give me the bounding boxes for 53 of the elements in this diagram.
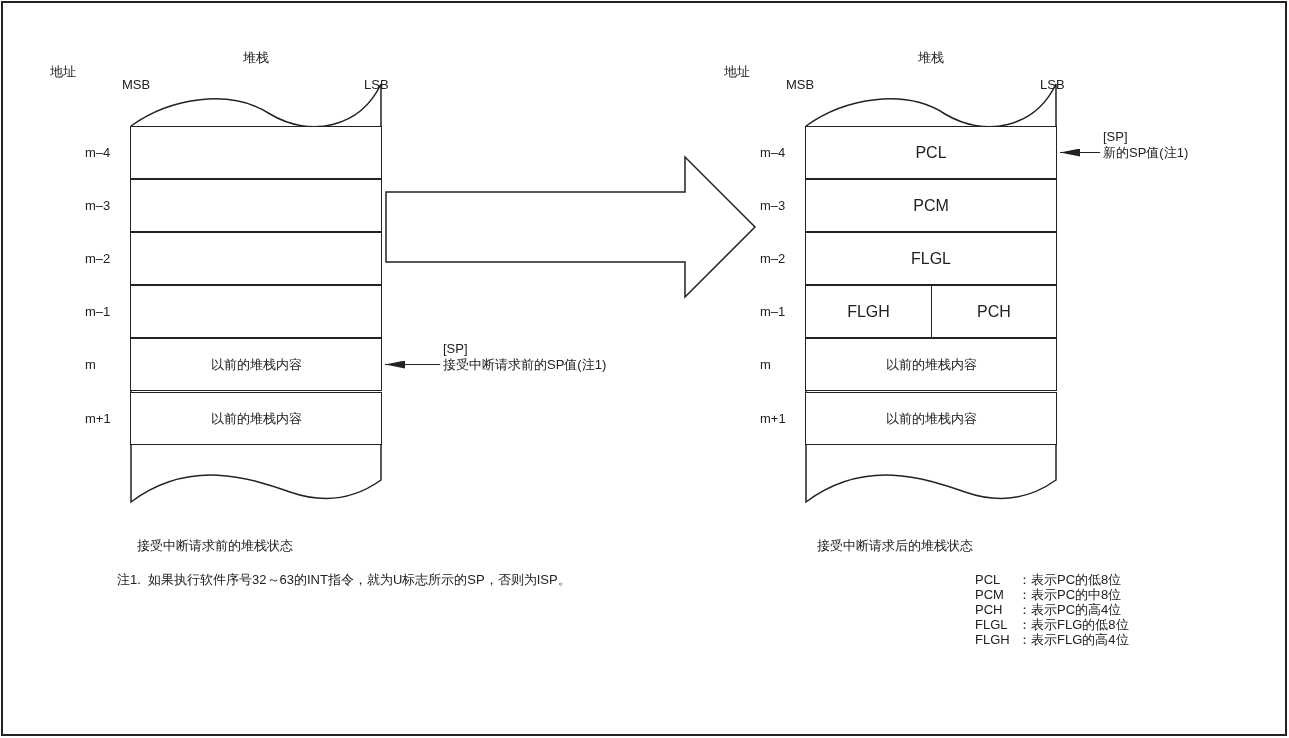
axis-label: MSB [122, 77, 151, 93]
axis-label: LSB [364, 77, 389, 93]
row-address: m–4 [85, 144, 111, 161]
stack-cell: PCH [931, 285, 1057, 338]
legend-description: ：表示FLG的高4位 [1018, 632, 1129, 647]
pointer-note: 新的SP值(注1) [1103, 145, 1189, 161]
stack-cell: FLGL [805, 232, 1057, 285]
legend-term: FLGL [975, 617, 1008, 632]
legend-description: ：表示PC的高4位 [1018, 602, 1122, 617]
pointer-note: 接受中断请求前的SP值(注1) [443, 357, 607, 373]
row-address: m–3 [85, 197, 111, 214]
axis-label: LSB [1040, 77, 1065, 93]
row-address: m–1 [760, 303, 786, 320]
row-address: m+1 [85, 410, 111, 427]
axis-label: 地址 [50, 64, 76, 80]
arrow [384, 360, 441, 369]
stack-cell: 以前的堆栈内容 [805, 392, 1057, 445]
footnote: 注1. 如果执行软件序号32～63的INT指令，就为U标志所示的SP，否则为ISP。 [117, 572, 571, 588]
arrow [1059, 148, 1101, 157]
stack-heading: 堆栈 [918, 50, 944, 66]
register-label: [SP] [1103, 129, 1128, 145]
legend-term: FLGH [975, 632, 1010, 647]
row-address: m–3 [760, 197, 786, 214]
stack-cell: PCL [805, 126, 1057, 179]
row-address: m–1 [85, 303, 111, 320]
register-label: [SP] [443, 341, 468, 357]
stack-heading: 堆栈 [243, 50, 269, 66]
stack-cell [130, 232, 382, 285]
row-address: m [760, 356, 771, 373]
legend-term: PCH [975, 602, 1003, 617]
stack-cell [130, 285, 382, 338]
row-address: m–2 [760, 250, 786, 267]
stack-cell: 以前的堆栈内容 [805, 338, 1057, 391]
row-address: m–2 [85, 250, 111, 267]
block-arrow [385, 155, 757, 299]
stack-cell: 以前的堆栈内容 [130, 392, 382, 445]
row-address: m [85, 356, 96, 373]
legend-description: ：表示PC的中8位 [1018, 587, 1122, 602]
legend-term: PCM [975, 587, 1004, 602]
stack-cell: 以前的堆栈内容 [130, 338, 382, 391]
stack-cell [130, 126, 382, 179]
row-address: m–4 [760, 144, 786, 161]
stack-cell: PCM [805, 179, 1057, 232]
legend-description: ：表示PC的低8位 [1018, 572, 1122, 587]
legend-term: PCL [975, 572, 1001, 587]
caption: 接受中断请求后的堆栈状态 [817, 538, 973, 554]
row-address: m+1 [760, 410, 786, 427]
stack-cell: FLGH [805, 285, 932, 338]
caption: 接受中断请求前的堆栈状态 [137, 538, 293, 554]
stack-cell [130, 179, 382, 232]
axis-label: 地址 [724, 64, 750, 80]
axis-label: MSB [786, 77, 815, 93]
legend-description: ：表示FLG的低8位 [1018, 617, 1129, 632]
